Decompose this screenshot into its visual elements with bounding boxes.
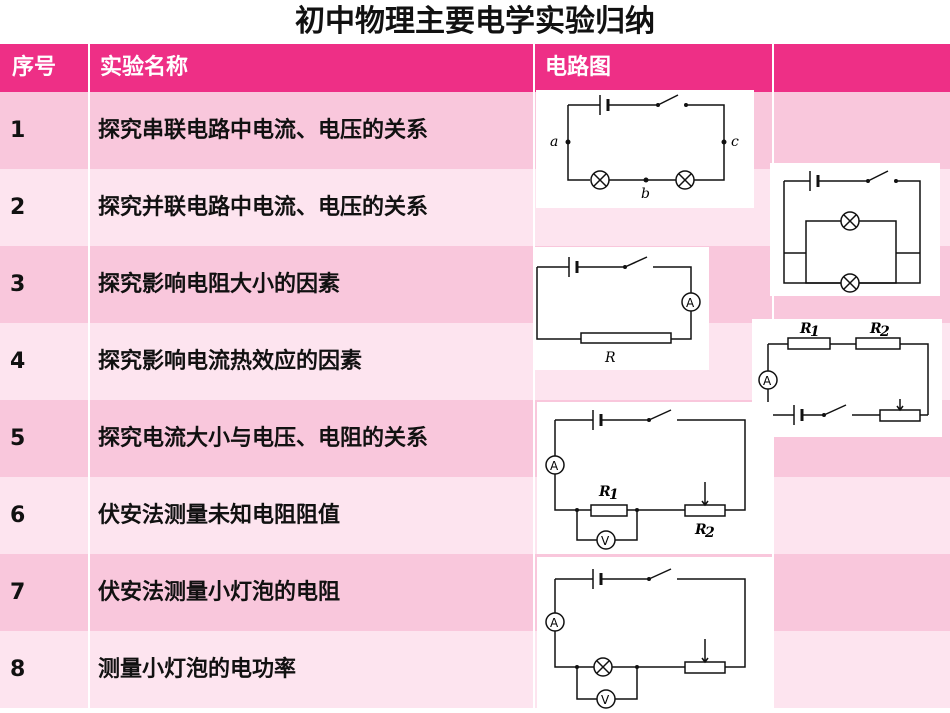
- page-title: 初中物理主要电学实验归纳: [295, 4, 655, 39]
- voltmeter-label: V: [601, 534, 610, 548]
- ammeter-label: A: [550, 459, 559, 473]
- lamp-circuit-diagram: A V: [537, 557, 773, 713]
- row-no: 2: [10, 195, 26, 220]
- series-circuit-diagram: a c b: [536, 90, 754, 208]
- row-no: 6: [10, 503, 26, 528]
- r2-subscript: 2: [704, 525, 715, 541]
- point-a-label: a: [550, 134, 558, 150]
- ohm-law-circuit-diagram: A V R 1 R 2: [537, 402, 773, 554]
- row-name: 伏安法测量小灯泡的电阻: [98, 580, 341, 605]
- r1-label: R: [799, 321, 812, 337]
- header-diagram: 电路图: [545, 55, 612, 80]
- table-row: 7 伏安法测量小灯泡的电阻: [0, 554, 950, 631]
- r1-label: R: [598, 484, 611, 500]
- r2-subscript: 2: [879, 324, 890, 340]
- r2-label: R: [869, 321, 882, 337]
- r1-subscript: 1: [609, 487, 619, 503]
- row-name: 探究电流大小与电压、电阻的关系: [98, 426, 429, 451]
- r2-label: R: [694, 522, 707, 538]
- row-no: 1: [10, 118, 26, 143]
- voltmeter-label: V: [601, 693, 610, 707]
- table-row: 6 伏安法测量未知电阻阻值: [0, 477, 950, 554]
- row-name: 探究并联电路中电流、电压的关系: [98, 195, 429, 220]
- header-no: 序号: [12, 55, 57, 80]
- row-no: 5: [10, 426, 26, 451]
- header-name: 实验名称: [100, 55, 189, 80]
- row-name: 测量小灯泡的电功率: [98, 657, 297, 682]
- row-name: 探究串联电路中电流、电压的关系: [98, 118, 429, 143]
- column-divider: [88, 44, 90, 713]
- resistor-label: R: [604, 350, 616, 366]
- table-row: 1 探究串联电路中电流、电压的关系: [0, 92, 950, 169]
- parallel-circuit-diagram: [770, 163, 940, 296]
- ammeter-label: A: [686, 296, 695, 310]
- row-name: 探究影响电流热效应的因素: [98, 349, 363, 374]
- row-name: 伏安法测量未知电阻阻值: [98, 503, 341, 528]
- table-row: 8 测量小灯泡的电功率: [0, 631, 950, 708]
- table-header: 序号 实验名称 电路图: [0, 44, 950, 92]
- ammeter-label: A: [763, 374, 772, 388]
- row-name: 探究影响电阻大小的因素: [98, 272, 341, 297]
- point-c-label: c: [731, 134, 739, 150]
- resistance-circuit-diagram: A R: [533, 247, 709, 370]
- point-b-label: b: [641, 186, 650, 202]
- row-no: 7: [10, 580, 26, 605]
- heat-effect-circuit-diagram: A R 1 R 2: [752, 319, 942, 437]
- row-no: 8: [10, 657, 26, 682]
- ammeter-label: A: [550, 616, 559, 630]
- column-divider: [533, 44, 535, 713]
- r1-subscript: 1: [810, 324, 820, 340]
- row-no: 4: [10, 349, 26, 374]
- row-no: 3: [10, 272, 26, 297]
